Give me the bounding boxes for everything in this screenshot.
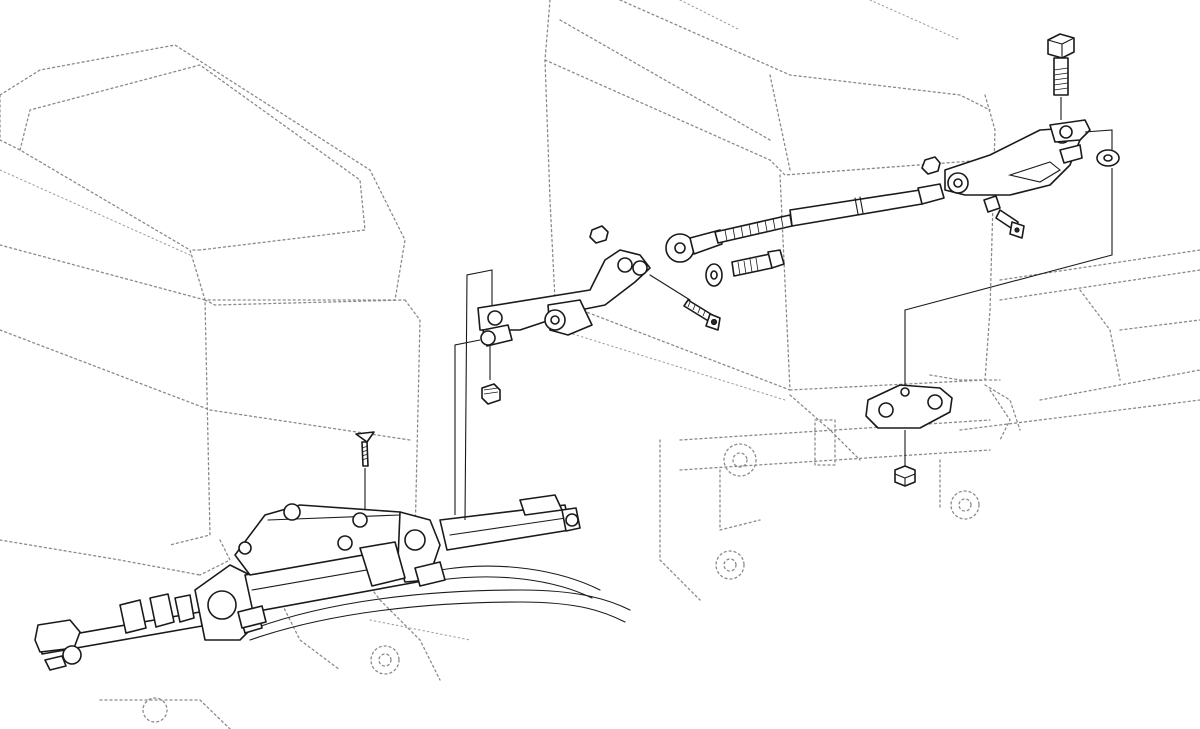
hydraulic-steering-cylinder [34,431,581,671]
flat-washer [705,263,723,287]
hex-bolt [1047,33,1075,120]
hex-bolt [731,249,785,277]
countersunk-screw [355,431,375,510]
clamp-bracket [865,384,953,470]
lock-nut [894,465,916,487]
tiller-arm-right [944,119,1091,239]
tie-bar-rod [665,156,945,263]
socket-cap-screw [649,274,721,331]
flat-washer [1096,149,1120,167]
lock-nut [481,383,501,405]
tiller-arm-left [477,225,651,347]
hydraulic-hoses [249,565,631,641]
outboard-motor-right [544,0,1200,601]
